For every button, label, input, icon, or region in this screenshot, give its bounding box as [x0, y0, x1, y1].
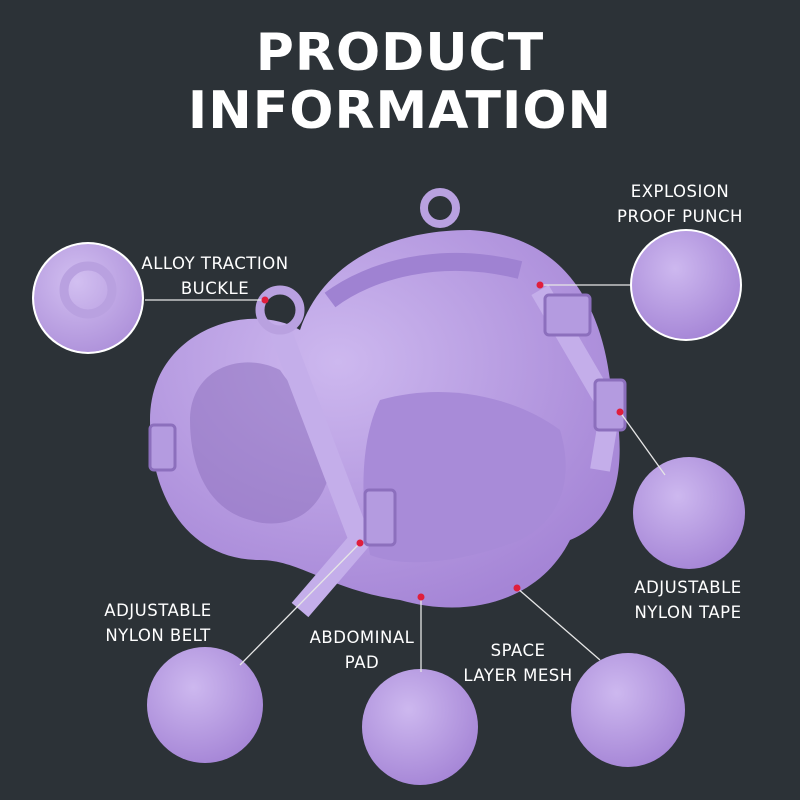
detail-abdominal-pad [362, 669, 478, 785]
label-adjustable-nylon-tape: ADJUSTABLE NYLON TAPE [634, 575, 741, 625]
label-line: PAD [344, 653, 380, 672]
detail-nylon-belt [147, 647, 263, 763]
label-line: ADJUSTABLE [104, 601, 212, 620]
detail-circles [32, 229, 745, 785]
label-line: LAYER MESH [463, 666, 573, 685]
label-space-layer-mesh: SPACE LAYER MESH [463, 638, 572, 688]
title-line-2: INFORMATION [187, 81, 613, 141]
label-line: PROOF PUNCH [617, 207, 743, 226]
label-line: ALLOY TRACTION [141, 254, 289, 273]
label-line: NYLON BELT [105, 626, 211, 645]
label-line: SPACE [490, 641, 546, 660]
label-line: BUCKLE [180, 279, 250, 298]
detail-nylon-tape [633, 457, 745, 569]
label-adjustable-nylon-belt: ADJUSTABLE NYLON BELT [104, 598, 211, 648]
callout-lines [145, 284, 666, 672]
label-abdominal-pad: ABDOMINAL PAD [310, 625, 415, 675]
label-explosion-proof-punch: EXPLOSION PROOF PUNCH [617, 179, 743, 229]
label-alloy-traction-buckle: ALLOY TRACTION BUCKLE [141, 251, 288, 301]
label-line: NYLON TAPE [634, 603, 742, 622]
label-line: ADJUSTABLE [634, 578, 742, 597]
detail-mesh [571, 653, 685, 767]
callout-markers [261, 281, 624, 601]
label-line: EXPLOSION [630, 182, 730, 201]
label-line: ABDOMINAL [309, 628, 415, 647]
title-line-1: PRODUCT [255, 23, 545, 83]
